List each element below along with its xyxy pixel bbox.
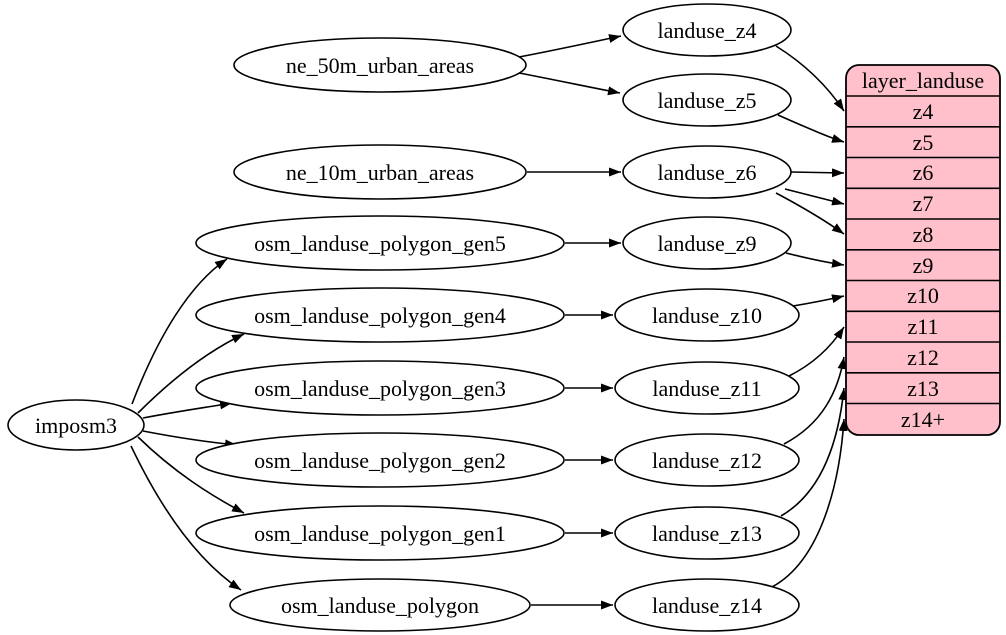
ne_10m_urban_areas-label: ne_10m_urban_areas	[286, 160, 474, 185]
imposm3-label: imposm3	[35, 413, 117, 438]
node-osm_landuse_polygon_gen4: osm_landuse_polygon_gen4	[195, 287, 565, 343]
layer-row-z12: z12	[907, 345, 939, 370]
edge-z9-to-row-z9	[785, 252, 845, 268]
edge-imposm3-to-gen4	[137, 333, 245, 414]
node-osm_landuse_polygon: osm_landuse_polygon	[229, 578, 531, 632]
node-landuse_z11: landuse_z11	[614, 361, 800, 415]
ne_50m_urban_areas-ellipse	[233, 37, 527, 93]
landuse_z5-ellipse	[622, 73, 792, 127]
layer-row-z8: z8	[913, 222, 934, 247]
node-landuse_z14: landuse_z14	[614, 578, 800, 632]
edge-z6-to-row-z8	[775, 192, 845, 235]
landuse_z12-ellipse	[614, 433, 800, 487]
landuse_z4-ellipse	[622, 3, 792, 57]
node-osm_landuse_polygon_gen5: osm_landuse_polygon_gen5	[195, 215, 565, 271]
edge-z5-to-row-z5	[777, 114, 845, 143]
node-landuse_z6: landuse_z6	[622, 145, 792, 199]
edge-layer	[130, 34, 848, 610]
edge-z13-to-row-z13	[780, 387, 848, 517]
landuse_z5-label: landuse_z5	[658, 88, 757, 113]
edge-z11-to-row-z11	[788, 326, 845, 377]
landuse_z12-label: landuse_z12	[652, 448, 762, 473]
landuse_z10-label: landuse_z10	[652, 303, 762, 328]
node-landuse_z9: landuse_z9	[622, 216, 792, 270]
landuse_z4-label: landuse_z4	[658, 18, 757, 43]
landuse_z6-ellipse	[622, 145, 792, 199]
node-osm_landuse_polygon_gen1: osm_landuse_polygon_gen1	[195, 505, 565, 561]
osm_landuse_polygon_gen1-label: osm_landuse_polygon_gen1	[254, 521, 506, 546]
node-ne_50m_urban_areas: ne_50m_urban_areas	[233, 37, 527, 93]
osm_landuse_polygon-label: osm_landuse_polygon	[281, 593, 479, 618]
node-landuse_z12: landuse_z12	[614, 433, 800, 487]
osm_landuse_polygon_gen3-label: osm_landuse_polygon_gen3	[254, 376, 506, 401]
osm_landuse_polygon-ellipse	[229, 578, 531, 632]
layer-row-z5: z5	[913, 130, 934, 155]
node-imposm3: imposm3	[7, 399, 145, 451]
layer-row-z14plus: z14+	[901, 407, 945, 432]
node-landuse_z10: landuse_z10	[614, 288, 800, 342]
edge-ne50m-to-z5	[518, 72, 621, 96]
edge-imposm3-to-gen2	[142, 430, 238, 449]
node-landuse_z4: landuse_z4	[622, 3, 792, 57]
osm_landuse_polygon_gen5-ellipse	[195, 215, 565, 271]
layer-row-z7: z7	[913, 191, 934, 216]
landuse_z13-label: landuse_z13	[652, 521, 762, 546]
layer-row-z9: z9	[913, 253, 934, 278]
layer-row-z10: z10	[907, 283, 939, 308]
landuse_z14-label: landuse_z14	[652, 593, 762, 618]
osm_landuse_polygon_gen1-ellipse	[195, 505, 565, 561]
layer-row-z13: z13	[907, 376, 939, 401]
osm_landuse_polygon_gen2-label: osm_landuse_polygon_gen2	[254, 448, 506, 473]
node-ne_10m_urban_areas: ne_10m_urban_areas	[233, 144, 527, 200]
ne_10m_urban_areas-ellipse	[233, 144, 527, 200]
landuse_z11-label: landuse_z11	[652, 376, 761, 401]
ne_50m_urban_areas-label: ne_50m_urban_areas	[286, 53, 474, 78]
edge-z14-to-row-z14plus	[771, 418, 848, 588]
landuse_z9-label: landuse_z9	[658, 231, 757, 256]
landuse_z9-ellipse	[622, 216, 792, 270]
node-osm_landuse_polygon_gen2: osm_landuse_polygon_gen2	[195, 432, 565, 488]
node-osm_landuse_polygon_gen3: osm_landuse_polygon_gen3	[195, 360, 565, 416]
node-layer_landuse: layer_landuse z4 z5 z6 z7 z8 z9 z10 z11 …	[845, 64, 1001, 436]
landuse_z6-label: landuse_z6	[658, 160, 757, 185]
landuse_z13-ellipse	[614, 506, 800, 560]
landuse_z10-ellipse	[614, 288, 800, 342]
layer-row-z11: z11	[908, 314, 939, 339]
landuse_z11-ellipse	[614, 361, 800, 415]
edge-z12-to-row-z12	[783, 356, 847, 445]
node-landuse_z13: landuse_z13	[614, 506, 800, 560]
edge-z4-to-row-z4	[775, 45, 845, 112]
edge-ne50m-to-z4	[518, 34, 622, 58]
osm_landuse_polygon_gen2-ellipse	[195, 432, 565, 488]
edge-z6-to-row-z7	[784, 188, 845, 206]
edge-imposm3-to-polygon	[130, 445, 242, 591]
osm_landuse_polygon_gen4-label: osm_landuse_polygon_gen4	[254, 303, 506, 328]
osm_landuse_polygon_gen4-ellipse	[195, 287, 565, 343]
edge-imposm3-to-gen3	[142, 400, 233, 419]
landuse_z14-ellipse	[614, 578, 800, 632]
osm_landuse_polygon_gen3-ellipse	[195, 360, 565, 416]
layer-row-z4: z4	[913, 99, 934, 124]
layer_landuse-header: layer_landuse	[862, 68, 984, 93]
edge-z6-to-row-z6	[790, 168, 845, 178]
layer-row-z6: z6	[913, 160, 934, 185]
edge-imposm3-to-gen1	[137, 436, 245, 514]
imposm3-ellipse	[7, 399, 145, 451]
edge-z10-to-row-z10	[792, 294, 845, 307]
osm_landuse_polygon_gen5-label: osm_landuse_polygon_gen5	[254, 231, 506, 256]
node-landuse_z5: landuse_z5	[622, 73, 792, 127]
edge-imposm3-to-gen5	[131, 258, 228, 405]
